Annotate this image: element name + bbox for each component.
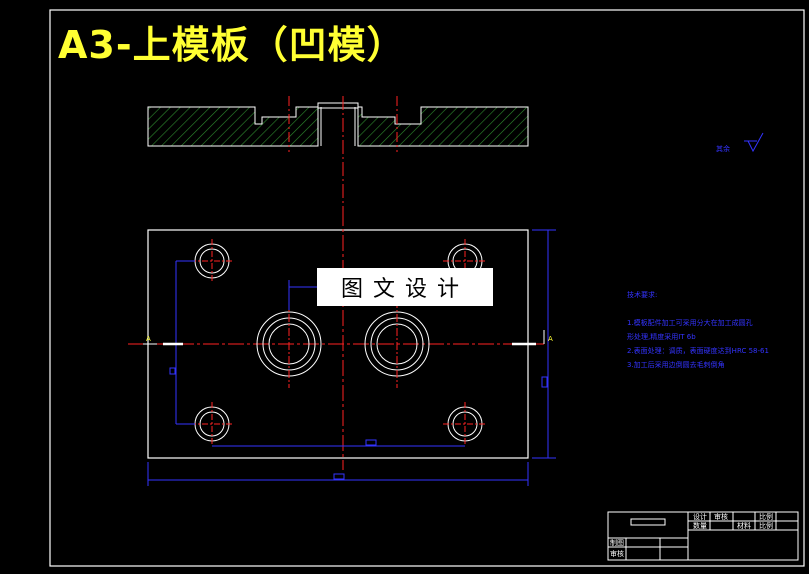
section-label-left: A (146, 335, 151, 343)
section-view (147, 96, 529, 210)
title-block-cell-3: 比例 (759, 512, 773, 521)
section-left-half (147, 106, 319, 147)
punch-hole-right (364, 300, 430, 388)
title-block-left-label-2: 审核 (610, 549, 624, 558)
overall-height-dimension (532, 229, 556, 459)
punch-hole-left (256, 300, 322, 388)
drawing-border (49, 9, 805, 567)
corner-hole-bottom-left (190, 402, 234, 446)
title-block-cell-6: 比例 (759, 521, 773, 530)
title-block-cell-2: 审核 (714, 512, 728, 521)
title-block-text: 设计 审核 比例 数量 材料 比例 制图 审核 (610, 512, 773, 558)
roughness-symbol: 其余 (716, 132, 764, 153)
section-marker-right: A (512, 330, 553, 346)
section-marker-left: A (143, 335, 183, 346)
drawing-title: A3-上模板（凹模） (58, 23, 406, 67)
notes-heading: 技术要求: (627, 290, 657, 299)
notes-line-4: 3.加工后采用边倒圆去毛刺倒角 (627, 360, 725, 369)
section-right-half (357, 106, 529, 147)
corner-hole-bottom-right (443, 402, 487, 446)
roughness-note: 其余 (716, 144, 730, 153)
title-block-cell-5: 材料 (737, 521, 751, 530)
title-block-left-label-1: 制图 (610, 538, 624, 547)
notes-line-1: 1.模板配件加工可采用分大在加工成圆孔 (627, 318, 753, 327)
corner-hole-top-left (190, 239, 234, 283)
overall-width-dimension (147, 462, 529, 486)
watermark-badge: 图文设计 (317, 268, 493, 306)
notes-line-3: 2.表面处理：调质，表面硬度达到HRC 58-61 (627, 346, 769, 355)
notes-line-2: 形处理,精度采用IT 6b (627, 332, 696, 341)
section-label-right: A (548, 335, 553, 343)
slot-top (317, 102, 359, 109)
title-block-cell-1: 设计 (693, 512, 707, 521)
technical-notes: 技术要求: 1.模板配件加工可采用分大在加工成圆孔 形处理,精度采用IT 6b … (627, 290, 769, 369)
title-block-cell-4: 数量 (693, 521, 707, 530)
title-block (607, 511, 799, 561)
plan-view: A A (128, 210, 556, 486)
